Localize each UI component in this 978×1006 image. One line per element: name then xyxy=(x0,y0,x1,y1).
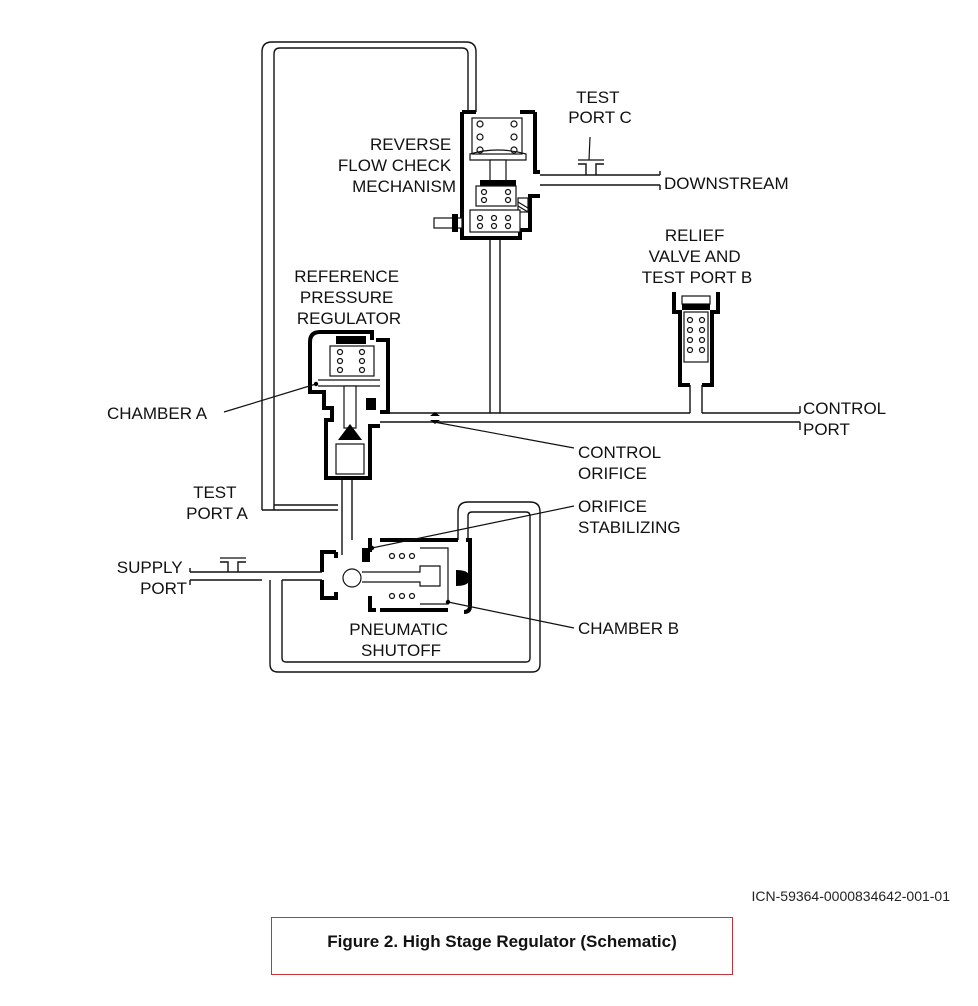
control-port-label: CONTROL PORT xyxy=(803,399,890,439)
reverse-flow-check-mechanism xyxy=(433,110,540,240)
chamber-a-label: CHAMBER A xyxy=(107,404,208,423)
pneumatic-shutoff-label: PNEUMATIC SHUTOFF xyxy=(349,620,453,660)
piping xyxy=(189,41,801,673)
test-port-a-label: TEST PORT A xyxy=(186,483,248,523)
icn-code: ICN-59364-0000834642-001-01 xyxy=(751,888,950,904)
control-orifice-marker xyxy=(430,412,440,424)
caption-box: Figure 2. High Stage Regulator (Schemati… xyxy=(271,917,733,975)
downstream-label: DOWNSTREAM xyxy=(664,174,789,193)
chamber-b-label: CHAMBER B xyxy=(578,619,679,638)
relief-valve-label: RELIEF VALVE AND TEST PORT B xyxy=(642,226,753,287)
supply-port-label: SUPPLY PORT xyxy=(117,558,187,598)
orifice-stabilizing-label: ORIFICE STABILIZING xyxy=(578,497,681,537)
reference-pressure-regulator xyxy=(308,330,390,480)
reference-regulator-label: REFERENCE PRESSURE REGULATOR xyxy=(294,267,404,328)
control-orifice-label: CONTROL ORIFICE xyxy=(578,443,665,483)
leader-lines xyxy=(223,136,591,629)
figure-caption: Figure 2. High Stage Regulator (Schemati… xyxy=(327,932,677,951)
test-port-c-label: TEST PORT C xyxy=(568,88,632,127)
reverse-flow-label: REVERSE FLOW CHECK MECHANISM xyxy=(338,135,456,196)
relief-valve xyxy=(672,292,720,387)
pneumatic-shutoff xyxy=(320,538,472,614)
